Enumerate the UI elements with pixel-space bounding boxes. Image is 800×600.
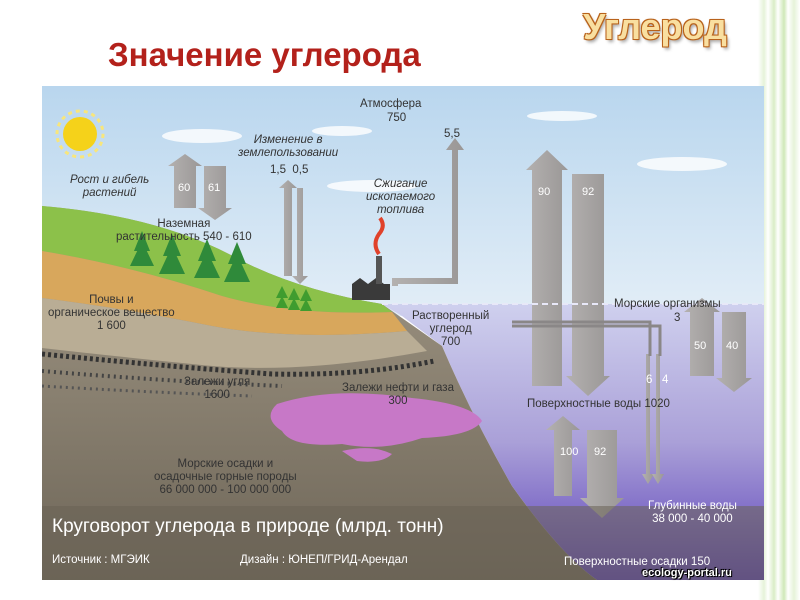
- watermark: ecology-portal.ru: [642, 567, 732, 579]
- arrow-up: [392, 138, 464, 286]
- small-flux-b-value: 4: [662, 374, 669, 386]
- caption-band: [42, 506, 764, 580]
- cloud: [327, 180, 417, 192]
- land-use-values: 1,5 0,5: [270, 164, 309, 176]
- arrow-down: [716, 312, 752, 392]
- coal-seam: [42, 369, 283, 388]
- arrow-down: [292, 188, 308, 284]
- arrow-down: [198, 166, 232, 220]
- cloud: [162, 129, 242, 143]
- arrow-up: [684, 298, 720, 376]
- sediments-label: Морские осадки и осадочные горные породы…: [154, 458, 297, 496]
- ocean-flux-up-value: 90: [538, 186, 551, 198]
- factory-icon: [352, 216, 390, 300]
- surface-sediments-label: Поверхностные осадки 150: [564, 556, 711, 568]
- arrow-down: [642, 354, 654, 484]
- plant-flux-up-value: 60: [178, 182, 191, 194]
- slide-decoration-stripes: [758, 0, 800, 600]
- arrow-down: [652, 354, 664, 484]
- plant-flux-down-value: 61: [208, 182, 221, 194]
- connector-line: [512, 320, 652, 356]
- plant-growth-label: Рост и гибель растений: [70, 174, 150, 199]
- cloud: [637, 157, 727, 171]
- marine-flux-b-value: 40: [726, 340, 739, 352]
- arrow-up: [279, 180, 297, 276]
- arrow-up: [546, 416, 580, 496]
- coal-label: Залежи угля 1600: [184, 376, 251, 401]
- small-flux-a-value: 6: [646, 374, 653, 386]
- source-label: Источник : МГЭИК: [52, 554, 150, 566]
- diagram-illustration: [42, 86, 764, 580]
- land-use-label: Изменение в землепользовании: [238, 134, 339, 159]
- grass-layer: [42, 206, 392, 313]
- cloud: [527, 111, 597, 121]
- arrow-down: [566, 174, 610, 396]
- carbon-cycle-diagram: Атмосфера 750 5,5 Изменение в землепольз…: [42, 86, 764, 580]
- tree-icon: [130, 231, 250, 282]
- design-label: Дизайн : ЮНЕП/ГРИД-Арендал: [240, 554, 408, 566]
- atmosphere-label: Атмосфера: [360, 98, 422, 110]
- slide-title: Значение углерода: [108, 36, 421, 73]
- surface-water-label: Поверхностные воды 1020: [527, 398, 670, 410]
- deep-flux-b-value: 92: [594, 446, 607, 458]
- oil-gas-deposit: [270, 393, 482, 447]
- marine-flux-a-value: 50: [694, 340, 707, 352]
- marine-organisms-value: 3: [674, 312, 681, 324]
- deep-water-label: Глубинные воды 38 000 - 40 000: [648, 500, 737, 525]
- slide-badge: Углерод: [583, 6, 727, 47]
- sun-icon: [55, 109, 105, 159]
- dissolved-carbon-label: Растворенный углерод 700: [412, 310, 490, 348]
- deep-flux-a-value: 100: [560, 446, 579, 458]
- fuel-burning-label: Сжигание ископаемого топлива: [366, 178, 436, 216]
- oil-gas-deposit: [342, 448, 392, 462]
- diagram-caption: Круговорот углерода в природе (млрд. тон…: [52, 516, 444, 537]
- coal-seam: [42, 351, 435, 377]
- land-vegetation-label: Наземная растительность 540 - 610: [116, 218, 252, 243]
- atmosphere-value: 750: [387, 112, 407, 124]
- subsoil-layer: [42, 298, 427, 368]
- marine-organisms-label: Морские организмы: [614, 298, 721, 310]
- sprout-icon: [276, 286, 312, 311]
- arrow-up: [168, 154, 202, 208]
- arrow-down: [580, 430, 624, 518]
- connector-line: [512, 324, 662, 356]
- fossil-flux-value: 5,5: [444, 128, 460, 140]
- soil-layer: [42, 251, 407, 335]
- soils-label: Почвы и органическое вещество 1 600: [48, 294, 175, 332]
- coal-seam: [42, 384, 253, 398]
- oil-gas-label: Залежи нефти и газа 300: [342, 382, 454, 407]
- cloud: [312, 126, 372, 136]
- ocean-flux-down-value: 92: [582, 186, 595, 198]
